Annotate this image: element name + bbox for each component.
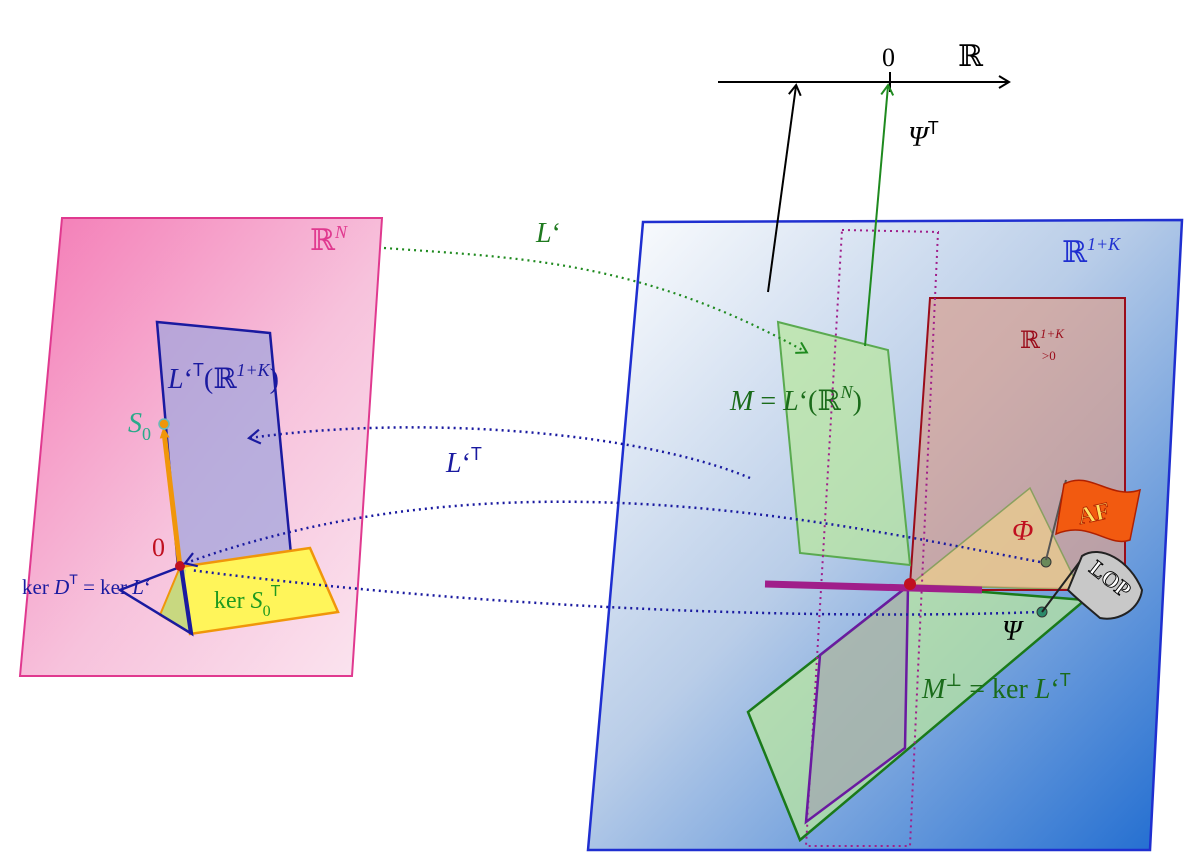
axis-zero-label: 0: [882, 43, 895, 72]
ker-s0-label: ker S0T: [214, 583, 281, 620]
ker-d-label: ker DT = ker L‘: [22, 571, 151, 599]
phi-map-arrow: [183, 500, 1041, 568]
psi-map-arrow: [189, 568, 1041, 616]
r1k-space-label: ℝ: [1062, 236, 1088, 269]
m-label: M: [729, 386, 755, 417]
purple-diamond: [804, 583, 910, 825]
phi-region: Φ: [907, 486, 1082, 591]
m-plane: M = L‘(ℝN): [729, 320, 912, 567]
black-map-arrow: [767, 83, 802, 293]
psi-transpose-arrow: ΨT: [864, 83, 939, 347]
phi-label: Φ: [1012, 516, 1033, 547]
svg-text:M = L‘(ℝN): M = L‘(ℝN): [729, 382, 862, 417]
rn-space-label: ℝ: [310, 224, 336, 257]
vertical-strip: [804, 228, 940, 847]
l-prime-label: L‘: [535, 218, 561, 249]
l-prime-t-label: L‘T: [445, 444, 482, 479]
svg-text:ℝ1+K: ℝ1+K: [1062, 234, 1121, 269]
psi-t-label: Ψ: [908, 122, 930, 153]
origin-right: [904, 578, 916, 590]
af-flag: AF: [1045, 479, 1141, 561]
m-perp-label: M: [921, 674, 947, 705]
real-axis: 0 ℝ: [718, 40, 1011, 92]
s0-label: S: [128, 408, 142, 439]
psi-label: Ψ: [1002, 616, 1024, 647]
svg-text:L‘T(ℝ1+K): L‘T(ℝ1+K): [167, 360, 279, 395]
horizontal-bar: [764, 580, 983, 594]
l-prime-t-map-arrow: [246, 426, 751, 480]
svg-text:ΨT: ΨT: [908, 118, 939, 153]
image-plane-left: L‘T(ℝ1+K): [155, 320, 294, 569]
kernel-wedges-left: [117, 546, 340, 637]
origin-left: 0: [152, 533, 185, 571]
s0-point: [158, 418, 170, 430]
origin-left-label: 0: [152, 533, 165, 562]
svg-text:ℝN: ℝN: [310, 222, 348, 257]
s0-vector: S0: [128, 408, 183, 568]
svg-text:S0: S0: [128, 408, 151, 444]
axis-reals-label: ℝ: [958, 40, 984, 73]
svg-text:M⊥ = ker L‘T: M⊥ = ker L‘T: [921, 670, 1071, 705]
orthant-label: ℝ: [1020, 328, 1041, 354]
svg-text:ℝ1+K>0: ℝ1+K>0: [1020, 326, 1065, 363]
l-prime-map-arrow: [383, 246, 809, 354]
